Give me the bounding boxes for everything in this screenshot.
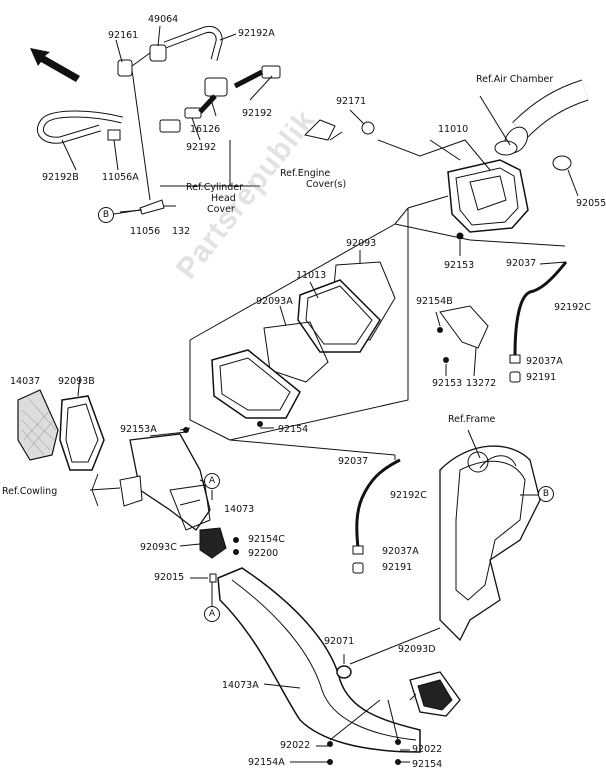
label-92154a: 92154A	[248, 757, 285, 768]
label-92093b: 92093B	[58, 376, 95, 387]
label-92022-left: 92022	[280, 740, 311, 751]
label-11056: 11056	[130, 226, 161, 237]
label-92015: 92015	[154, 572, 185, 583]
ref-cylinder-head-line2: Head	[211, 193, 236, 204]
marker-a-lower: A	[204, 606, 220, 622]
label-92153a: 92153A	[120, 424, 157, 435]
label-92037-upper: 92037	[506, 258, 537, 269]
marker-b-left: B	[98, 207, 114, 223]
label-92191-lower: 92191	[382, 562, 413, 573]
label-92037a-lower: 92037A	[382, 546, 419, 557]
label-92192-left: 92192	[186, 142, 217, 153]
ref-engine-cover-line2: Cover(s)	[306, 179, 347, 190]
frame-92093b	[59, 395, 105, 471]
duct-14073a	[217, 567, 421, 753]
label-92022-right: 92022	[412, 744, 443, 755]
duct-14073	[129, 433, 211, 531]
label-92192c-upper: 92192C	[554, 302, 591, 313]
label-92037a-upper: 92037A	[526, 356, 563, 367]
label-92055: 92055	[576, 198, 606, 209]
label-92161: 92161	[108, 30, 139, 41]
gasket-92093a	[263, 321, 329, 383]
label-49064: 49064	[148, 14, 179, 25]
label-92037-lower: 92037	[338, 456, 369, 467]
label-92093: 92093	[346, 238, 377, 249]
label-92154c: 92154C	[248, 534, 285, 545]
bracket-13272	[439, 305, 489, 349]
label-92153-upper: 92153	[444, 260, 475, 271]
label-92154b: 92154B	[416, 296, 453, 307]
part-92161	[117, 59, 133, 77]
part-16126	[204, 77, 228, 97]
label-14073: 14073	[224, 504, 255, 515]
box-lower	[211, 349, 301, 419]
label-14073a: 14073A	[222, 680, 259, 691]
ref-engine-cover-line1: Ref.Engine	[280, 168, 331, 179]
label-11056a: 11056A	[102, 172, 139, 183]
label-14037: 14037	[10, 376, 41, 387]
label-92192b: 92192B	[42, 172, 79, 183]
seal-92093c	[199, 527, 227, 559]
ref-frame: Ref.Frame	[448, 414, 496, 425]
label-13272: 13272	[466, 378, 497, 389]
label-92093a: 92093A	[256, 296, 293, 307]
label-16126: 16126	[190, 124, 221, 135]
frame	[439, 445, 541, 642]
ref-air-chamber: Ref.Air Chamber	[476, 74, 554, 85]
label-92154-mid: 92154	[278, 424, 309, 435]
label-92154-bottom: 92154	[412, 759, 443, 770]
label-92191-upper: 92191	[526, 372, 557, 383]
label-11013: 11013	[296, 270, 327, 281]
label-92192a: 92192A	[238, 28, 275, 39]
ref-cylinder-head-line3: Cover	[207, 204, 235, 215]
air-box-11010	[447, 159, 529, 233]
front-arrow-icon	[30, 48, 80, 82]
tube-92192c-upper	[513, 261, 568, 356]
label-92200: 92200	[248, 548, 279, 559]
ref-cylinder-head-line1: Ref.Cylinder	[186, 182, 244, 193]
label-132: 132	[172, 226, 191, 237]
label-92192-right: 92192	[242, 108, 273, 119]
ref-cowling: Ref.Cowling	[2, 486, 58, 497]
filter-11013	[297, 279, 381, 353]
label-92093c: 92093C	[140, 542, 177, 553]
marker-b-right: B	[538, 486, 554, 502]
label-11010: 11010	[438, 124, 469, 135]
label-92171: 92171	[336, 96, 367, 107]
label-92153-lower: 92153	[432, 378, 463, 389]
o-ring-92055	[552, 155, 572, 171]
part-49064	[149, 44, 167, 62]
label-92093d: 92093D	[398, 644, 436, 655]
tube-92192c-lower	[355, 458, 401, 549]
label-92071: 92071	[324, 636, 355, 647]
marker-a-upper: A	[204, 473, 220, 489]
label-92192c-lower: 92192C	[390, 490, 427, 501]
ring-92071	[336, 665, 352, 679]
